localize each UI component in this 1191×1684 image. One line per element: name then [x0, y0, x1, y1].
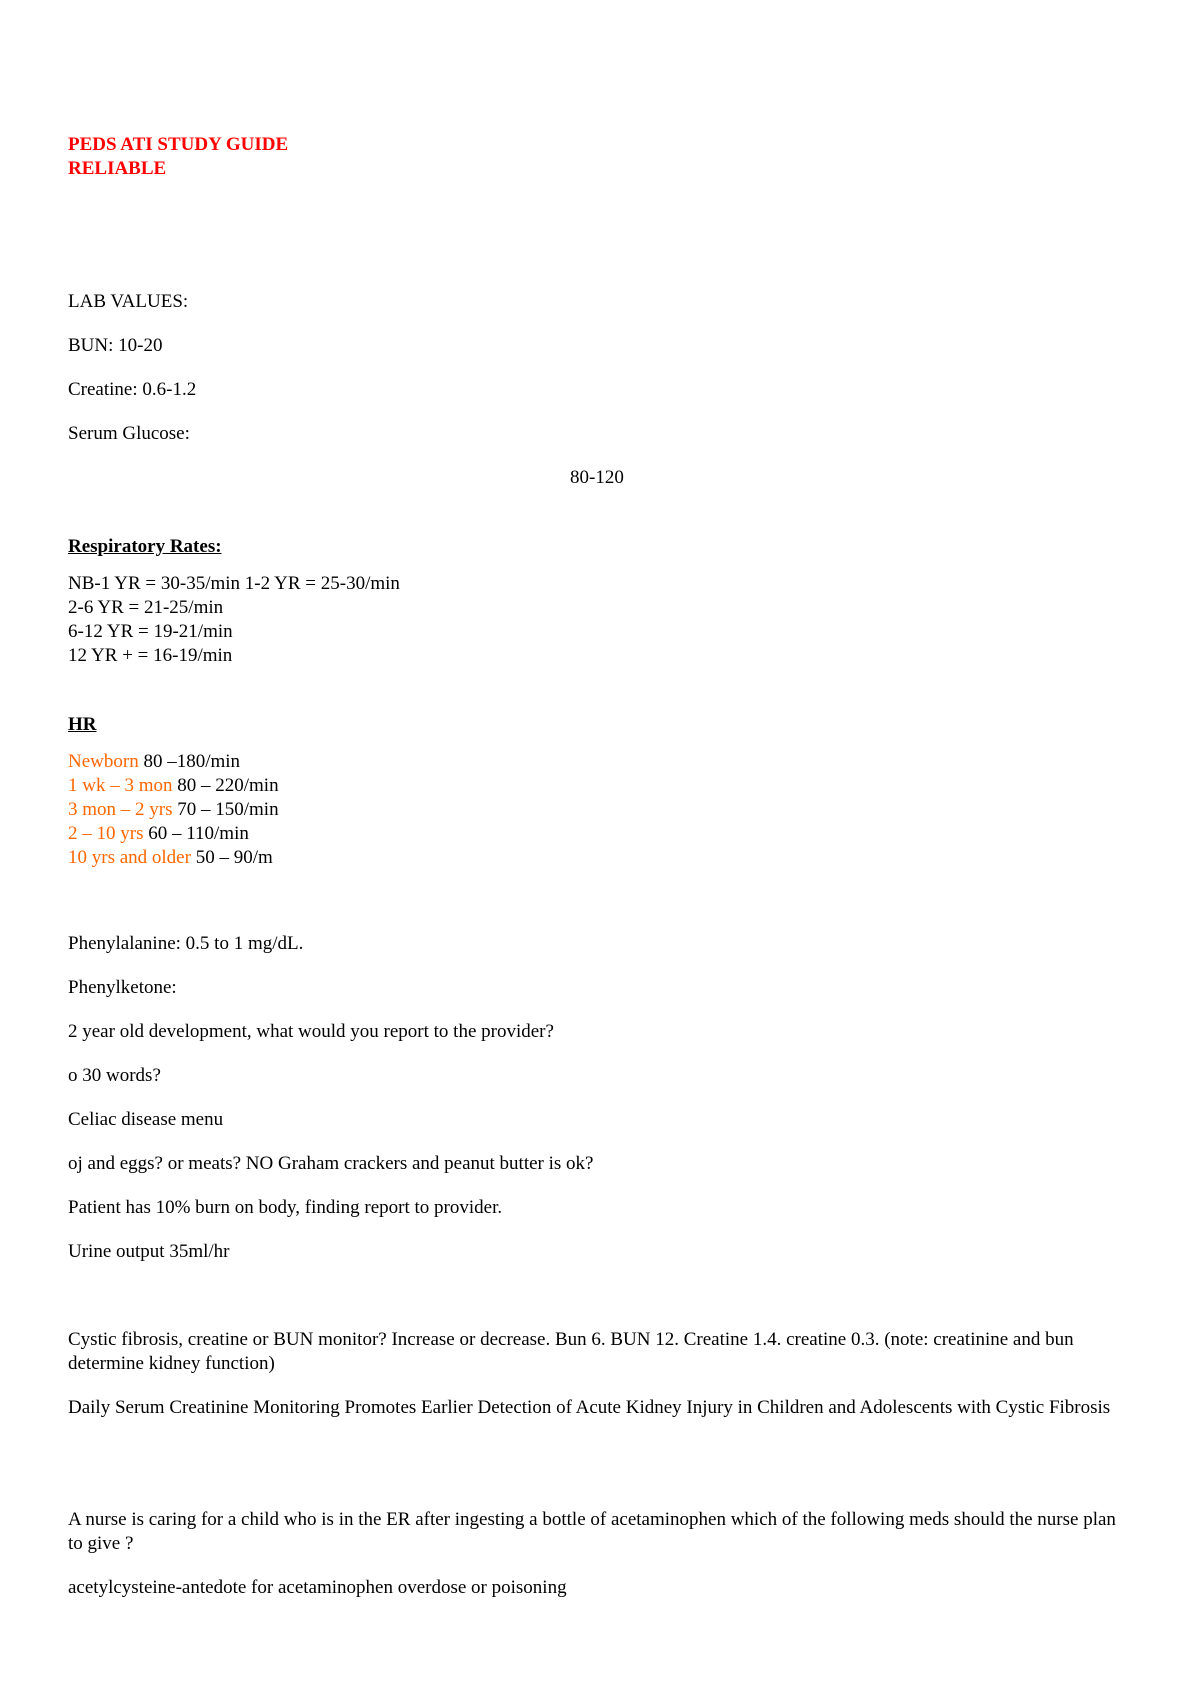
document-title-line1: PEDS ATI STUDY GUIDE: [68, 134, 289, 155]
hr-row: 10 yrs and older 50 – 90/m: [68, 846, 273, 870]
development-answer: o 30 words?: [68, 1065, 161, 1086]
hr-row: 3 mon – 2 yrs 70 – 150/min: [68, 798, 279, 822]
phenylalanine-note: Phenylalanine: 0.5 to 1 mg/dL.: [68, 933, 304, 954]
urine-output-note: Urine output 35ml/hr: [68, 1241, 230, 1262]
hr-age-label: 2 – 10 yrs: [68, 823, 144, 844]
acetaminophen-question: A nurse is caring for a child who is in …: [68, 1509, 1116, 1554]
respiratory-rate-line: NB-1 YR = 30-35/min 1-2 YR = 25-30/min: [68, 573, 400, 594]
celiac-answer: oj and eggs? or meats? NO Graham cracker…: [68, 1153, 594, 1174]
respiratory-rates-heading: Respiratory Rates:: [68, 536, 222, 557]
burn-note: Patient has 10% burn on body, finding re…: [68, 1197, 503, 1218]
hr-row: 2 – 10 yrs 60 – 110/min: [68, 822, 249, 846]
hr-rate-value: 50 – 90/m: [190, 847, 273, 868]
development-question: 2 year old development, what would you r…: [68, 1021, 554, 1042]
hr-age-label: 1 wk – 3 mon: [68, 775, 173, 796]
hr-age-label: Newborn: [68, 751, 139, 772]
document-title-line2: RELIABLE: [68, 158, 167, 179]
lab-values-heading: LAB VALUES:: [68, 291, 189, 312]
hr-age-label: 3 mon – 2 yrs: [68, 799, 173, 820]
cystic-fibrosis-note: Cystic fibrosis, creatine or BUN monitor…: [68, 1329, 1074, 1374]
celiac-question: Celiac disease menu: [68, 1109, 224, 1130]
hr-rate-value: 60 – 110/min: [143, 823, 249, 844]
daily-serum-note: Daily Serum Creatinine Monitoring Promot…: [68, 1397, 1111, 1418]
respiratory-rate-line: 12 YR + = 16-19/min: [68, 645, 233, 666]
serum-glucose-value: 80-120: [570, 467, 624, 488]
hr-row: Newborn 80 –180/min: [68, 750, 240, 774]
hr-row: 1 wk – 3 mon 80 – 220/min: [68, 774, 279, 798]
hr-heading: HR: [68, 714, 97, 735]
hr-rate-value: 80 –180/min: [138, 751, 241, 772]
creatine-value: Creatine: 0.6-1.2: [68, 379, 197, 400]
bun-value: BUN: 10-20: [68, 335, 163, 356]
respiratory-rate-line: 6-12 YR = 19-21/min: [68, 621, 233, 642]
serum-glucose-label: Serum Glucose:: [68, 423, 190, 444]
phenylketone-note: Phenylketone:: [68, 977, 177, 998]
hr-age-label: 10 yrs and older: [68, 847, 191, 868]
hr-rate-value: 80 – 220/min: [172, 775, 279, 796]
acetaminophen-answer: acetylcysteine-antedote for acetaminophe…: [68, 1577, 567, 1598]
hr-rate-value: 70 – 150/min: [172, 799, 279, 820]
respiratory-rate-line: 2-6 YR = 21-25/min: [68, 597, 224, 618]
